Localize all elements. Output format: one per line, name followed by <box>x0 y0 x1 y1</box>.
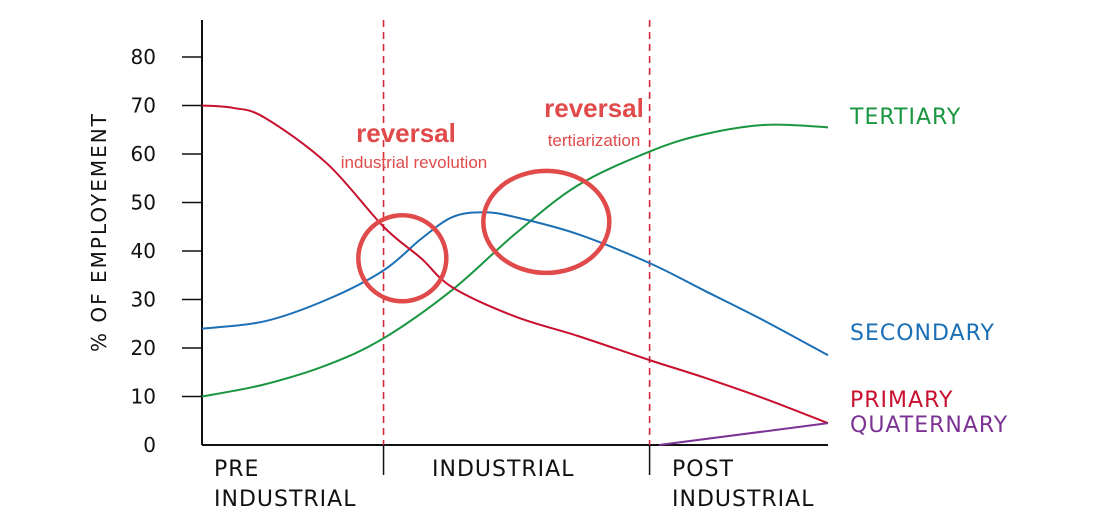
stage-label: INDUSTRIAL <box>214 487 356 512</box>
series-label-tertiary: TERTIARY <box>849 105 961 130</box>
series-label-secondary: SECONDARY <box>850 321 995 346</box>
y-tick-label: 10 <box>131 385 156 409</box>
reversal-title: reversal <box>356 118 456 148</box>
series-label-quaternary: QUATERNARY <box>850 413 1008 438</box>
reversal-circle <box>481 168 612 276</box>
reversal-circle <box>356 213 449 304</box>
y-tick-label: 30 <box>131 288 156 312</box>
y-tick-label: 60 <box>131 142 156 166</box>
y-tick-label: 80 <box>131 45 156 69</box>
series-line-primary <box>201 104 829 425</box>
stage-label: POST <box>672 457 734 482</box>
reversal-subtitle: industrial revolution <box>341 153 487 172</box>
y-tick-label: 20 <box>131 336 156 360</box>
stage-label: INDUSTRIAL <box>432 457 574 482</box>
reversal-title: reversal <box>544 93 644 123</box>
reversal-subtitle: tertiarization <box>548 131 641 150</box>
y-tick-label: 40 <box>131 239 156 263</box>
series-line-quaternary <box>658 422 829 446</box>
series-label-primary: PRIMARY <box>850 388 953 413</box>
y-axis-label: % OF EMPLOYEMENT <box>87 112 111 352</box>
stage-label: INDUSTRIAL <box>672 487 814 512</box>
series-line-tertiary <box>201 123 829 398</box>
y-tick-label: 70 <box>131 94 156 118</box>
y-tick-label: 0 <box>143 433 156 457</box>
stage-label: PRE <box>214 457 259 482</box>
y-tick-label: 50 <box>131 191 156 215</box>
